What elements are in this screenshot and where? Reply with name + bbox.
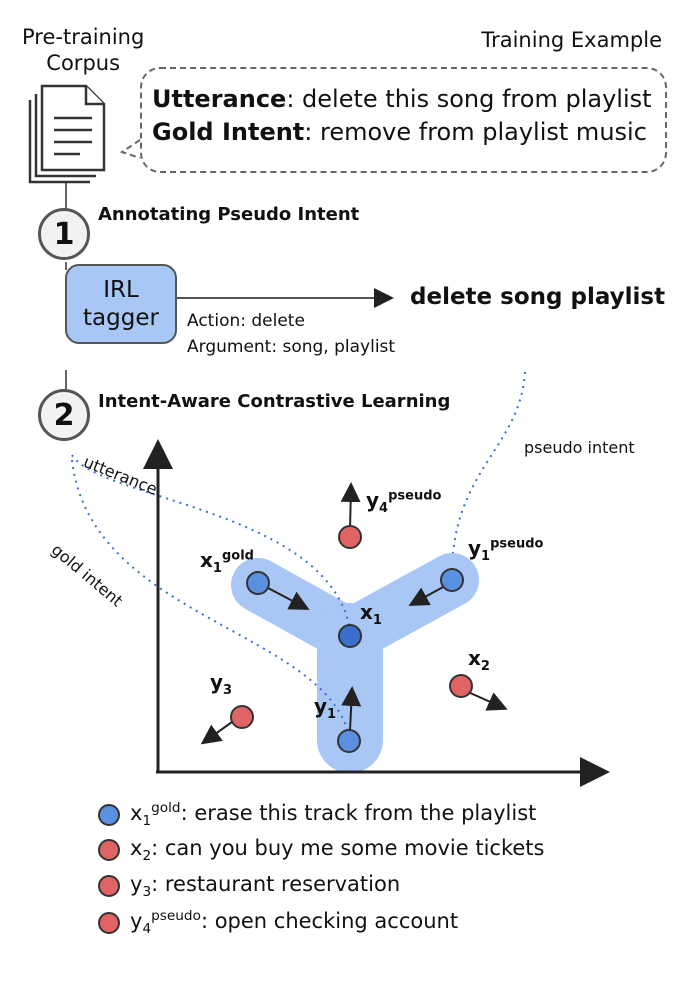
legend-text: x2: can you buy me some movie tickets: [130, 836, 545, 865]
irl-tagger-box: IRL tagger: [65, 264, 177, 344]
legend-item: x1gold: erase this track from the playli…: [98, 800, 536, 829]
y3-arrow: [200, 721, 233, 745]
legend-text: x1gold: erase this track from the playli…: [130, 800, 537, 830]
legend-item: y3: restaurant reservation: [98, 872, 400, 900]
legend-text: y3: restaurant reservation: [130, 872, 401, 901]
gold-intent-key: Gold Intent: [152, 118, 305, 146]
gold-intent-value: : remove from playlist music: [304, 118, 647, 146]
document-stack-icon: [28, 84, 106, 184]
y1-arrow: [341, 686, 362, 731]
point-y1pseudo: [440, 568, 464, 592]
legend-dot: [98, 839, 120, 862]
x2-arrow: [467, 691, 508, 711]
utterance-line: Utterance: delete this song from playlis…: [152, 85, 652, 113]
step2-title: Intent-Aware Contrastive Learning: [98, 391, 451, 412]
label-y4pseudo: y4pseudo: [366, 488, 442, 516]
similarity-highlight: [231, 553, 479, 773]
tagger-line2: tagger: [83, 305, 159, 331]
action-label: Action: delete: [187, 311, 305, 331]
tagger-line1: IRL: [103, 277, 139, 303]
step1-title: Annotating Pseudo Intent: [98, 204, 360, 225]
point-x2: [449, 674, 473, 698]
x1gold-arrow: [267, 587, 310, 610]
training-example-bubble: [140, 67, 667, 173]
pseudo-intent-output: delete song playlist: [410, 284, 666, 310]
y1pseudo-arrow: [408, 585, 446, 606]
bubble-tail: [119, 139, 141, 159]
legend-dot: [98, 911, 120, 934]
point-y3: [230, 705, 254, 729]
gold-intent-curve: [71, 459, 351, 741]
step1-badge: 1: [38, 208, 90, 260]
point-x1: [338, 624, 362, 648]
gold-intent-line: Gold Intent: remove from playlist music: [152, 118, 647, 146]
pseudo-intent-curve-label: pseudo intent: [524, 438, 635, 457]
point-y1: [337, 729, 361, 753]
y4pseudo-arrow: [340, 482, 361, 531]
point-y4pseudo: [338, 525, 362, 549]
legend-dot: [98, 875, 120, 898]
label-y3: y3: [210, 670, 233, 698]
corpus-title-line2: Corpus: [46, 51, 121, 75]
training-example-title: Training Example: [481, 28, 662, 52]
legend-item: x2: can you buy me some movie tickets: [98, 836, 544, 864]
legend-text: y4pseudo: open checking account: [130, 908, 459, 938]
legend-item: y4pseudo: open checking account: [98, 908, 458, 937]
label-x1: x1: [360, 600, 382, 628]
label-y1: y1: [314, 694, 337, 722]
label-x2: x2: [468, 646, 490, 674]
argument-label: Argument: song, playlist: [187, 337, 396, 357]
utterance-curve: [71, 454, 351, 631]
utterance-key: Utterance: [152, 85, 287, 113]
label-y1pseudo: y1pseudo: [468, 536, 544, 564]
legend-dot: [98, 803, 120, 826]
point-x1gold: [246, 571, 270, 595]
step2-badge: 2: [38, 389, 90, 441]
label-x1gold: x1gold: [200, 548, 254, 576]
corpus-title: Pre-training Corpus: [22, 24, 144, 76]
utterance-value: : delete this song from playlist: [286, 85, 652, 113]
corpus-title-line1: Pre-training: [22, 25, 145, 49]
